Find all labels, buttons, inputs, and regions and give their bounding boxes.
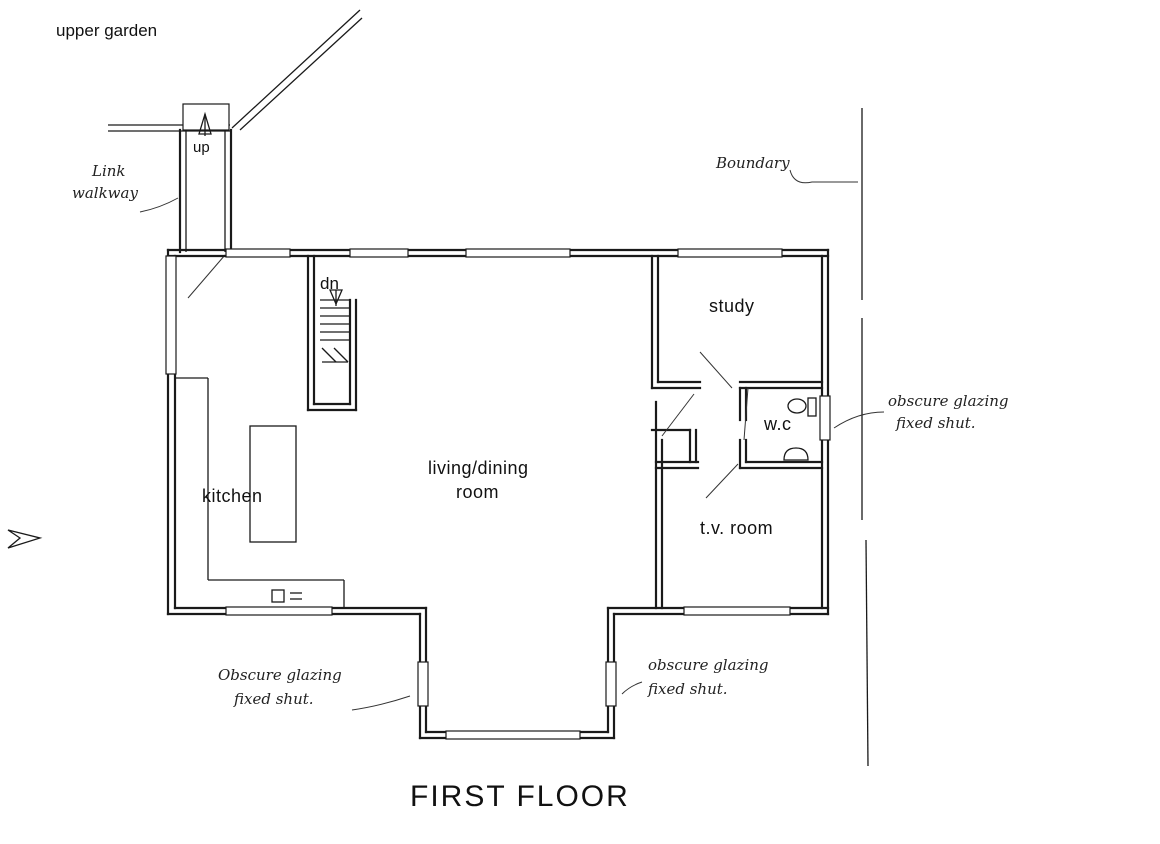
upper-garden-label: upper garden: [56, 21, 157, 40]
glazing-wc-note-line2: fixed shut.: [895, 414, 976, 432]
glazing-right-note-line1: obscure glazing: [648, 656, 769, 674]
glazing-left-note-line2: fixed shut.: [233, 690, 314, 708]
living-dining-label: living/dining: [428, 458, 529, 478]
link-walkway-arrow-icon: [139, 197, 179, 213]
cistern-icon: [807, 397, 817, 417]
glazing-wc-arrow-icon: [833, 411, 885, 429]
wc-label: w.c: [763, 414, 792, 434]
kitchen-island: [249, 425, 297, 543]
boundary-line: [861, 108, 869, 767]
stair-down-label: dn: [320, 274, 339, 293]
basin-icon: [787, 398, 807, 414]
north-arrow-icon: [7, 529, 43, 549]
kitchen-label: kitchen: [202, 486, 263, 506]
tv-room-label: t.v. room: [700, 518, 773, 538]
interior-walls: [650, 254, 824, 610]
living-room-label: room: [456, 482, 499, 502]
boundary-arrow-icon: [789, 169, 858, 184]
boundary-note: Boundary: [715, 154, 790, 172]
hob-icon: [271, 589, 285, 603]
glazing-left-note-line1: Obscure glazing: [218, 666, 342, 684]
windows: [165, 248, 831, 740]
study-label: study: [709, 296, 755, 316]
kitchen-units: [175, 377, 345, 608]
glazing-right-arrow-icon: [621, 681, 643, 695]
link-walkway-note-line2: walkway: [72, 184, 138, 202]
link-walkway-note-line1: Link: [91, 162, 126, 180]
down-arrow-icon: [329, 289, 343, 306]
glazing-right-note-line2: fixed shut.: [647, 680, 728, 698]
wc-fittings: [783, 397, 817, 461]
drawing-title: FIRST FLOOR: [410, 780, 630, 813]
glazing-wc-note-line1: obscure glazing: [888, 392, 1009, 410]
stair-up-label: up: [193, 139, 210, 156]
glazing-left-arrow-icon: [351, 695, 411, 711]
toilet-icon: [783, 447, 809, 461]
up-arrow-icon: [198, 111, 212, 136]
staircase: [306, 254, 358, 412]
